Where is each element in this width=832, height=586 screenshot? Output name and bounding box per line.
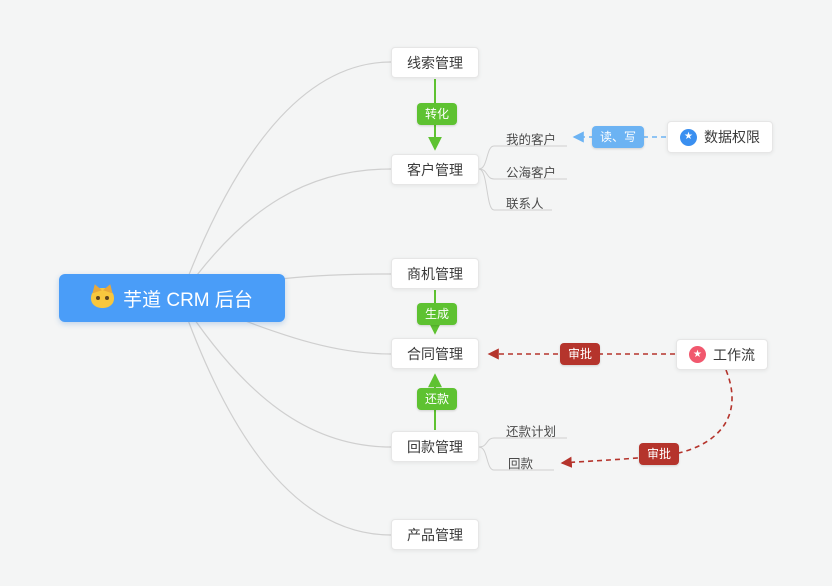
star-icon: ★ xyxy=(680,128,697,146)
node-product-management[interactable]: 产品管理 xyxy=(391,519,479,550)
node-clue-management[interactable]: 线索管理 xyxy=(391,47,479,78)
edge-badge-convert: 转化 xyxy=(417,103,458,125)
node-label: 工作流 xyxy=(713,346,755,363)
child-repayment-plan[interactable]: 还款计划 xyxy=(506,425,557,439)
child-contacts[interactable]: 联系人 xyxy=(506,197,544,211)
node-contract-management[interactable]: 合同管理 xyxy=(391,338,479,369)
child-payment[interactable]: 回款 xyxy=(508,457,534,471)
node-customer-management[interactable]: 客户管理 xyxy=(391,154,479,185)
node-label: 数据权限 xyxy=(704,129,760,145)
node-label: 回款管理 xyxy=(407,438,463,455)
edge-badge-approve-payment: 审批 xyxy=(639,443,680,465)
edge-badge-read-write: 读、写 xyxy=(592,126,645,148)
dog-logo-icon xyxy=(91,288,115,308)
workflow-dashed-arrows xyxy=(487,348,733,468)
root-node-label: 芋道 CRM 后台 xyxy=(123,289,253,311)
node-label: 线索管理 xyxy=(407,54,463,71)
node-business-management[interactable]: 商机管理 xyxy=(391,258,479,289)
child-public-customers[interactable]: 公海客户 xyxy=(506,166,557,180)
edge-badge-approve-contract: 审批 xyxy=(560,343,601,365)
node-label: 合同管理 xyxy=(407,345,463,362)
child-my-customers[interactable]: 我的客户 xyxy=(506,133,557,147)
node-label: 产品管理 xyxy=(407,526,463,543)
node-label: 客户管理 xyxy=(407,161,463,178)
root-node-crm-backend[interactable]: 芋道 CRM 后台 xyxy=(59,274,285,322)
edge-badge-generate: 生成 xyxy=(417,303,458,325)
node-data-permission[interactable]: ★ 数据权限 xyxy=(667,121,773,153)
node-label: 商机管理 xyxy=(407,265,463,282)
star-icon: ★ xyxy=(689,346,706,363)
node-receivable-management[interactable]: 回款管理 xyxy=(391,431,479,462)
node-workflow[interactable]: ★ 工作流 xyxy=(676,339,768,370)
edge-badge-repay: 还款 xyxy=(417,388,458,410)
child-branch-lines xyxy=(478,145,567,471)
